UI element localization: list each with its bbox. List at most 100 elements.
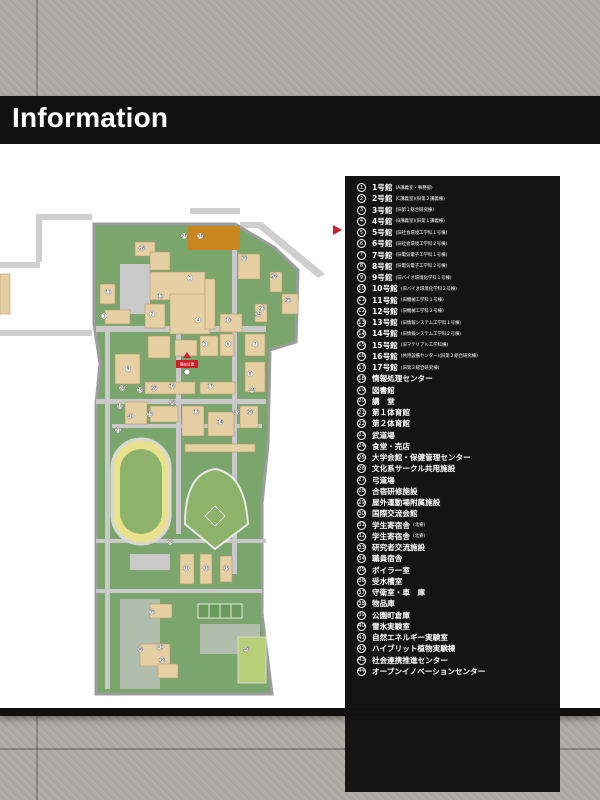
sign-footer-bar	[0, 708, 600, 716]
lower-field	[237, 636, 267, 684]
legend-item-note: (北寮)	[412, 523, 426, 529]
building-marker: 8	[246, 370, 254, 378]
legend-item-number: 39	[357, 610, 366, 620]
legend-item-number: 34	[357, 554, 366, 564]
building-marker: 28	[138, 244, 146, 252]
legend-item-note: (旧社会環境工学科１号棟)	[395, 230, 448, 236]
building-marker-number: 11	[105, 289, 111, 294]
building-marker: 1	[186, 274, 194, 282]
legend-item: 17 17号館(旧第３総合研究棟)	[357, 362, 560, 373]
legend-item-number: 25	[357, 453, 366, 463]
building-marker: 33	[222, 564, 230, 572]
legend-item-note: (旧機械工学科１号棟)	[400, 298, 444, 304]
legend-item-note: (共用設備センター)(旧第２総合研究棟)	[400, 354, 478, 360]
legend-item-number: 44	[357, 666, 366, 676]
building-marker: 4	[194, 316, 202, 324]
legend-item-number: 27	[357, 475, 366, 485]
building-marker-number: 27	[181, 233, 187, 238]
legend-item-name: 11号館	[372, 295, 398, 305]
building-marker-number: 37	[197, 233, 203, 238]
legend-item-number: 37	[357, 588, 366, 598]
building-marker-number: 21	[115, 427, 121, 432]
legend-item-number: 32	[357, 531, 366, 541]
building-marker: 42	[156, 643, 164, 651]
legend-item: 39 公園町倉庫	[357, 610, 560, 621]
legend-item-name: 雪氷実験室	[372, 621, 410, 631]
legend-item-number: 5	[357, 228, 366, 238]
legend-item-number: 17	[357, 363, 366, 373]
building-marker-number: 42	[157, 644, 163, 649]
legend-item-number: 2	[357, 194, 366, 204]
building-marker: 27	[180, 232, 188, 240]
building-marker-number: 29	[167, 539, 173, 544]
building-marker: 19	[136, 386, 144, 394]
building-marker-number: 22	[151, 385, 157, 390]
legend-item-number: 12	[357, 306, 366, 316]
building-marker: 30	[240, 254, 248, 262]
legend-item-note: (旧電気電子工学科２号棟)	[395, 264, 448, 270]
building-marker: 39	[158, 656, 166, 664]
legend-item-name: 職員宿舎	[372, 554, 403, 564]
legend-item-name: 17号館	[372, 363, 398, 373]
building-marker-number: 9	[127, 366, 130, 371]
sign-header-bar: Information	[0, 96, 600, 144]
legend-item-name: 公園町倉庫	[372, 610, 410, 620]
legend-item-name: 合宿研修施設	[372, 486, 418, 496]
building-marker-number: 1	[189, 275, 192, 280]
legend-item-name: ハイブリット植物実験棟	[372, 644, 456, 654]
campus-map: 現在位置 12345678910111213141516171819202122…	[0, 208, 325, 696]
legend-item-note: (旧第３総合研究棟)	[400, 365, 440, 371]
building-marker: 26	[270, 272, 278, 280]
baseball-field	[183, 467, 250, 551]
legend-item-number: 9	[357, 273, 366, 283]
building-marker: 34	[254, 310, 262, 318]
building-marker-number: 17	[207, 383, 213, 388]
legend-item-name: 3号館	[372, 205, 393, 215]
legend-item-name: 9号館	[372, 273, 393, 283]
legend-item-number: 31	[357, 520, 366, 530]
legend-item-note: (旧バイオ環境化学科２号棟)	[400, 286, 457, 292]
building-marker-number: 2	[151, 311, 154, 316]
legend-item-note: (旧情報システム工学科１号棟)	[400, 320, 462, 326]
building-marker: 17	[206, 382, 214, 390]
building-marker: 29	[166, 538, 174, 546]
building-marker-number: 19	[137, 387, 143, 392]
building-marker: 16	[168, 382, 176, 390]
highlighted-building	[188, 226, 240, 250]
legend-item-name: 講 堂	[372, 396, 395, 406]
building-marker: 22	[150, 384, 158, 392]
building-marker: 10	[224, 316, 232, 324]
building-marker: 37	[196, 232, 204, 240]
building-marker-number: 41	[127, 413, 133, 418]
building-marker: 12	[156, 292, 164, 300]
building-marker: 20	[246, 408, 254, 416]
legend-item-note: (旧マテリアル工学科棟)	[400, 343, 449, 349]
building-marker: 13	[192, 408, 200, 416]
building-marker: 11	[104, 288, 112, 296]
legend-item-number: 33	[357, 543, 366, 553]
legend-item-name: 1号館	[372, 183, 393, 193]
tennis-courts	[197, 603, 243, 619]
building-marker-number: 39	[159, 657, 165, 662]
building-marker: 36	[136, 645, 144, 653]
legend-item-name: 弓道場	[372, 475, 395, 485]
legend-item-name: 武道場	[372, 430, 395, 440]
building-marker-number: 14	[217, 419, 223, 424]
legend-item-name: 大学会館・保健管理センター	[372, 453, 471, 463]
legend-item-name: 国際交流会館	[372, 509, 418, 519]
building-marker: 9	[124, 365, 132, 373]
legend-item-number: 43	[357, 655, 366, 665]
building-marker-number: 32	[203, 565, 209, 570]
building-marker: 21	[114, 426, 122, 434]
